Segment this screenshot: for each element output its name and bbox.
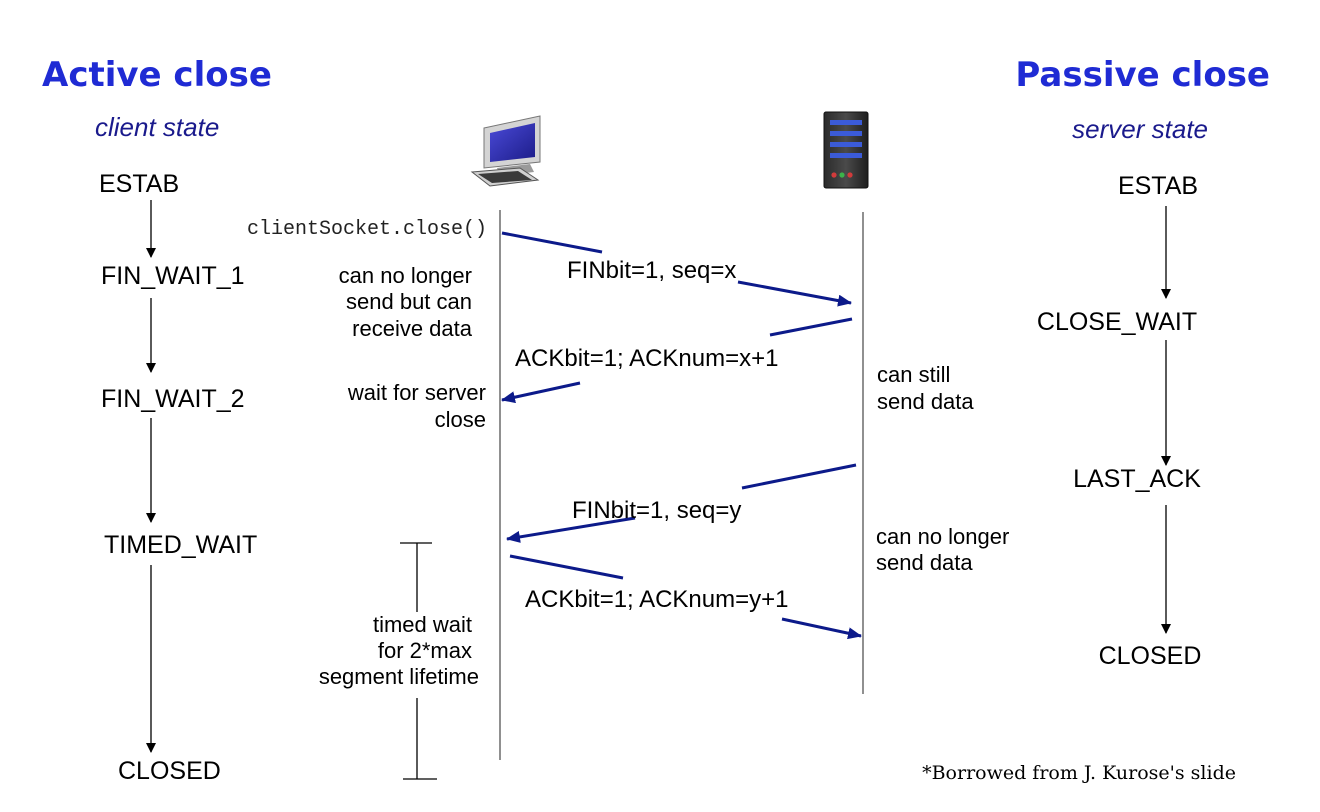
client-socket-close-call: clientSocket.close() [247, 218, 487, 241]
svg-text:close: close [435, 407, 486, 432]
server-state-label: server state [1072, 114, 1208, 144]
svg-text:can no longer: can no longer [876, 524, 1009, 549]
last-ack-note: can no longer send data [876, 524, 1009, 575]
svg-text:segment lifetime: segment lifetime [319, 664, 479, 689]
client-state-fin-wait-2: FIN_WAIT_2 [101, 385, 245, 413]
fin-x-label: FINbit=1, seq=x [567, 257, 736, 284]
svg-text:send data: send data [876, 550, 973, 575]
active-close-heading: Active close [42, 55, 272, 95]
timed-wait-note: timed wait for 2*max segment lifetime [319, 612, 479, 689]
ack-y-arrow [509, 554, 862, 640]
server-tower-icon [823, 111, 869, 189]
svg-text:send data: send data [877, 389, 974, 414]
client-state-closed: CLOSED [118, 757, 221, 785]
fin-y-label: FINbit=1, seq=y [572, 497, 741, 524]
svg-text:timed wait: timed wait [373, 612, 472, 637]
server-state-estab: ESTAB [1118, 172, 1198, 200]
server-state-closed: CLOSED [1099, 642, 1202, 670]
timed-wait-interval-bracket [400, 542, 437, 780]
svg-text:wait for server: wait for server [347, 380, 486, 405]
passive-close-heading: Passive close [1015, 55, 1270, 95]
close-wait-note: can still send data [877, 362, 974, 414]
fin-wait-1-note: can no longer send but can receive data [339, 263, 473, 341]
fin-wait-2-note: wait for server close [347, 380, 486, 432]
ack-y-label: ACKbit=1; ACKnum=y+1 [525, 586, 788, 613]
client-state-label: client state [95, 112, 219, 142]
desktop-computer-icon [470, 115, 541, 187]
client-state-estab: ESTAB [99, 170, 179, 198]
fin-x-arrow [501, 231, 852, 307]
fin-y-arrow [506, 463, 857, 543]
ack-x-label: ACKbit=1; ACKnum=x+1 [515, 345, 778, 372]
client-state-timed-wait: TIMED_WAIT [104, 531, 257, 559]
svg-text:can no longer: can no longer [339, 263, 472, 288]
svg-text:can still: can still [877, 362, 950, 387]
server-state-last-ack: LAST_ACK [1073, 465, 1201, 493]
client-state-fin-wait-1: FIN_WAIT_1 [101, 262, 245, 290]
credit-note: *Borrowed from J. Kurose's slide [922, 762, 1236, 784]
ack-x-arrow [501, 317, 853, 404]
server-state-close-wait: CLOSE_WAIT [1037, 308, 1197, 336]
svg-text:receive data: receive data [352, 316, 473, 341]
svg-text:for 2*max: for 2*max [378, 638, 472, 663]
svg-text:send but can: send but can [346, 289, 472, 314]
